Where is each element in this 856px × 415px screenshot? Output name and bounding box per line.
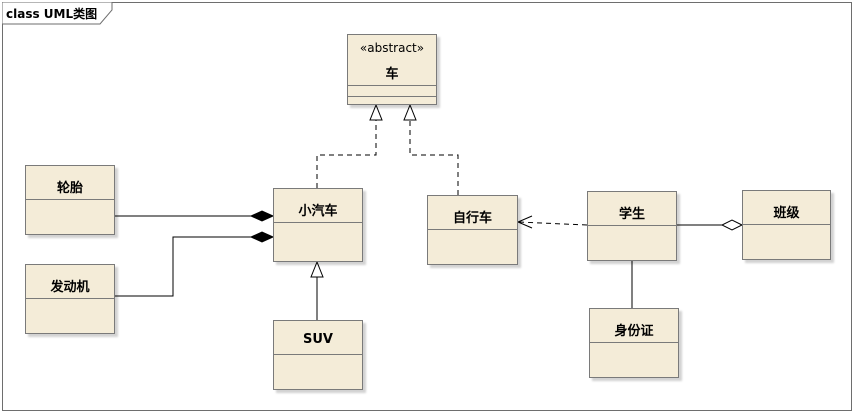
aggregation-student-class: [676, 219, 744, 231]
class-name: 自行车: [452, 211, 492, 226]
class-name: 班级: [773, 206, 800, 221]
class-bicycle[interactable]: 自行车: [427, 195, 518, 265]
class-tire[interactable]: 轮胎: [25, 165, 115, 235]
class-idcard[interactable]: 身份证: [589, 308, 679, 378]
class-name: 小汽车: [298, 204, 338, 219]
class-class-group[interactable]: 班级: [742, 190, 831, 260]
compartment-divider: [274, 222, 362, 223]
composition-engine-minicar: [115, 231, 275, 297]
realization-bicycle-car: [403, 103, 459, 195]
class-name: 车: [385, 67, 399, 82]
class-name: 身份证: [614, 324, 654, 339]
class-minicar[interactable]: 小汽车: [273, 188, 363, 262]
class-suv[interactable]: SUV: [273, 320, 363, 390]
class-student[interactable]: 学生: [587, 191, 677, 261]
class-name: 轮胎: [56, 181, 83, 196]
class-name: 学生: [618, 207, 645, 222]
compartment-divider: [26, 199, 114, 200]
compartment-divider: [428, 229, 517, 230]
generalization-suv-minicar: [310, 260, 324, 320]
dependency-student-bicycle: [516, 215, 588, 229]
class-name: SUV: [303, 332, 333, 347]
compartment-divider: [348, 85, 436, 86]
class-engine[interactable]: 发动机: [25, 264, 115, 334]
compartment-divider: [26, 298, 114, 299]
class-car[interactable]: «abstract» 车: [347, 34, 437, 105]
frame-tab: [2, 2, 113, 25]
stereotype-label: «abstract»: [359, 41, 425, 55]
compartment-divider: [588, 225, 676, 226]
compartment-divider: [590, 342, 678, 343]
class-name: 发动机: [50, 280, 90, 295]
realization-minicar-car: [316, 103, 383, 188]
compartment-divider: [348, 96, 436, 97]
composition-tire-minicar: [115, 210, 275, 222]
frame-title: class UML类图: [6, 7, 98, 21]
compartment-divider: [743, 224, 830, 225]
compartment-divider: [274, 354, 362, 355]
